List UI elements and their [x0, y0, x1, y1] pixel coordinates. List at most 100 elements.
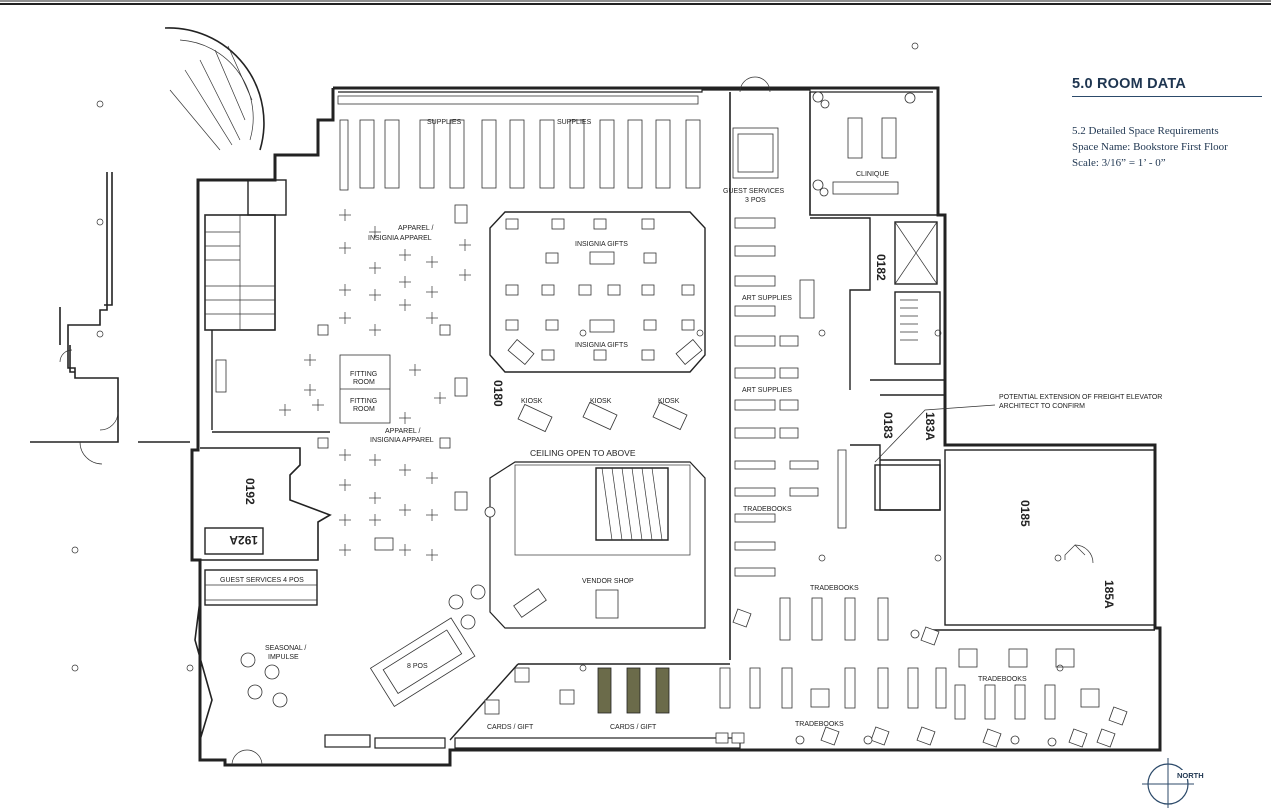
- room-192a: 192A: [229, 533, 258, 547]
- shelf-unit: [844, 667, 856, 709]
- building-outline: [0, 0, 1271, 767]
- shelf-unit: [734, 487, 776, 497]
- shelf-unit: [715, 732, 729, 744]
- shelf-unit: [749, 667, 761, 709]
- label-tradebooks-4: TRADEBOOKS: [795, 721, 844, 728]
- lounge-chair: [1096, 728, 1116, 748]
- shelf-unit: [734, 399, 776, 411]
- apparel-rack: [426, 312, 438, 324]
- label-insignia-gifts-2: INSIGNIA GIFTS: [575, 342, 628, 349]
- shelf-unit: [734, 541, 776, 551]
- gift-table: [545, 319, 559, 331]
- shelf-unit: [935, 667, 947, 709]
- kiosk-fixtures: [517, 401, 688, 433]
- shelf-unit: [789, 460, 819, 470]
- apparel-rack: [339, 479, 351, 491]
- label-apparel-2b: INSIGNIA APPAREL: [370, 437, 434, 444]
- apparel-rack: [369, 492, 381, 504]
- supplies-shelving: [337, 95, 701, 191]
- apparel-rack: [339, 209, 351, 221]
- side-table: [1047, 737, 1057, 747]
- gift-table: [607, 284, 621, 296]
- label-8-pos: 8 POS: [407, 663, 428, 670]
- apparel-rack: [399, 544, 411, 556]
- apparel-rack: [399, 276, 411, 288]
- label-fitting-2b: ROOM: [353, 406, 375, 413]
- shelf-unit: [734, 245, 776, 257]
- north-label: NORTH: [1177, 771, 1204, 780]
- apparel-rack: [409, 364, 421, 376]
- gift-table: [578, 284, 592, 296]
- label-kiosk-3: KIOSK: [658, 398, 680, 405]
- shelf-unit: [719, 667, 731, 709]
- shelf-unit: [789, 487, 819, 497]
- shelf-unit: [734, 335, 776, 347]
- room-183a: 183A: [923, 412, 937, 441]
- shelf-unit: [837, 449, 847, 529]
- space-spec: 5.2 Detailed Space Requirements Space Na…: [1072, 123, 1262, 171]
- gift-table: [641, 218, 655, 230]
- label-tradebooks-2: TRADEBOOKS: [810, 585, 859, 592]
- zone-labels: SUPPLIES SUPPLIES GUEST SERVICES 3 POS C…: [220, 119, 1162, 731]
- label-fitting-1a: FITTING: [350, 371, 377, 378]
- gift-display: [589, 319, 615, 333]
- label-guest-services-3: GUEST SERVICES: [723, 188, 785, 195]
- gift-table: [641, 284, 655, 296]
- apparel-rack: [399, 299, 411, 311]
- apparel-rack: [279, 404, 291, 416]
- callout-leader: [874, 404, 996, 463]
- label-ceiling-open: CEILING OPEN TO ABOVE: [530, 448, 636, 458]
- shelf-unit: [734, 305, 776, 317]
- fitting-rooms: [215, 354, 391, 424]
- cards-gift-fixtures: [484, 667, 670, 715]
- lounge-chair: [982, 728, 1002, 748]
- gift-table: [505, 319, 519, 331]
- side-table: [795, 735, 805, 745]
- reading-table: [810, 688, 830, 708]
- label-tradebooks-1: TRADEBOOKS: [743, 506, 792, 513]
- room-data-panel: 5.0 ROOM DATA 5.2 Detailed Space Require…: [1072, 76, 1262, 171]
- gift-display: [589, 251, 615, 265]
- section-title: 5.0 ROOM DATA: [1072, 76, 1262, 97]
- apparel-rack: [426, 286, 438, 298]
- structural-columns: [71, 42, 1064, 672]
- label-fitting-2a: FITTING: [350, 398, 377, 405]
- gift-table: [505, 218, 519, 230]
- side-table: [863, 735, 873, 745]
- label-clinique: CLINIQUE: [856, 171, 889, 178]
- apparel-rack: [434, 392, 446, 404]
- label-tradebooks-3: TRADEBOOKS: [978, 676, 1027, 683]
- apparel-rack: [304, 384, 316, 396]
- bookshelves-right: [734, 217, 847, 577]
- shelf-unit: [877, 597, 889, 641]
- label-supplies-1: SUPPLIES: [427, 119, 462, 126]
- north-arrow-icon: NORTH: [1142, 758, 1206, 808]
- label-3-pos: 3 POS: [745, 197, 766, 204]
- label-cards-gift-2: CARDS / GIFT: [610, 724, 657, 731]
- lounge-chair: [916, 726, 936, 746]
- shelf-unit: [779, 367, 799, 379]
- label-insignia-gifts-1: INSIGNIA GIFTS: [575, 241, 628, 248]
- label-vendor-shop: VENDOR SHOP: [582, 578, 634, 585]
- shelf-unit: [779, 335, 799, 347]
- apparel-rack: [426, 549, 438, 561]
- reading-table: [1055, 648, 1075, 668]
- lounge-chair: [1068, 728, 1088, 748]
- gift-table: [505, 284, 519, 296]
- shelf-unit: [779, 597, 791, 641]
- apparel-rack: [339, 312, 351, 324]
- apparel-rack: [369, 226, 381, 238]
- gift-table: [643, 252, 657, 264]
- apparel-rack: [339, 284, 351, 296]
- gift-table: [593, 218, 607, 230]
- gift-table: [541, 284, 555, 296]
- apparel-rack: [459, 239, 471, 251]
- apparel-rack: [369, 262, 381, 274]
- label-fitting-1b: ROOM: [353, 379, 375, 386]
- apparel-rack: [399, 464, 411, 476]
- apparel-rack: [459, 269, 471, 281]
- label-apparel-1a: APPAREL /: [398, 225, 433, 232]
- shelf-unit: [779, 399, 799, 411]
- label-apparel-1b: INSIGNIA APPAREL: [368, 235, 432, 242]
